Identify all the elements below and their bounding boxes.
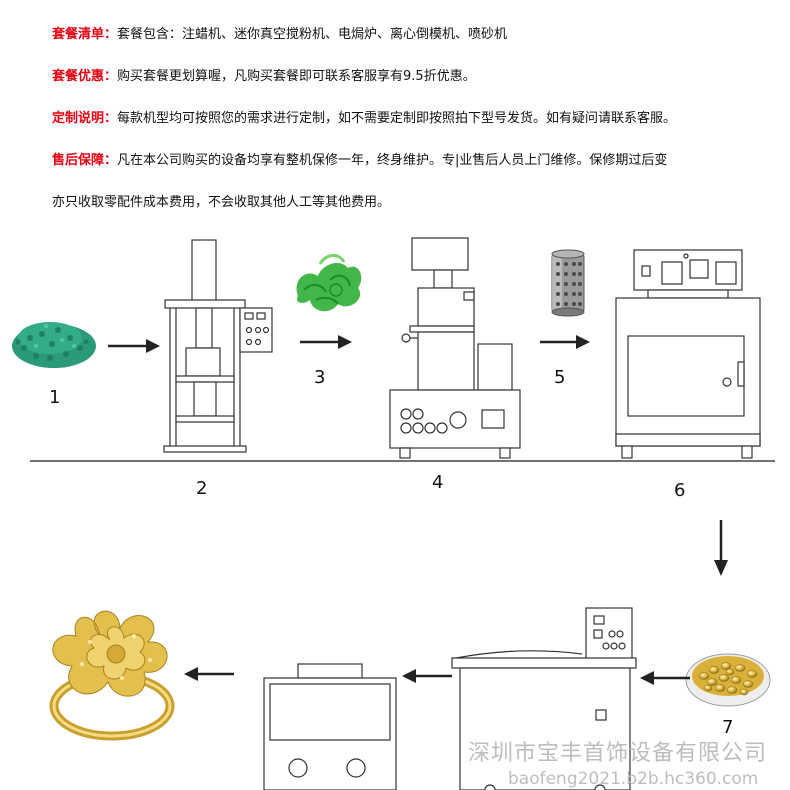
wax-injector-machine-icon: [163, 239, 273, 453]
arrow-right-icon: [300, 335, 352, 349]
info-text: 购买套餐更划算喔，凡购买套餐即可联系客服享有9.5折优惠。: [117, 69, 476, 84]
info-label: 套餐优惠：: [52, 69, 118, 84]
vacuum-powder-mixer-icon: [389, 237, 521, 459]
arrow-left-icon: [640, 671, 690, 685]
info-text: 每款机型均可按照您的需求进行定制，如不需要定制即按照拍下型号发货。如有疑问请联系…: [117, 111, 677, 126]
info-row-package-list: 套餐清单：套餐包含：注蜡机、迷你真空搅粉机、电焗炉、离心倒模机、喷砂机: [52, 27, 507, 43]
info-text: 套餐包含：注蜡机、迷你真空搅粉机、电焗炉、离心倒模机、喷砂机: [117, 27, 508, 42]
watermark-company: 深圳市宝丰首饰设备有限公司: [468, 741, 767, 766]
gold-grains-icon: [685, 653, 771, 707]
info-label: 售后保障：: [52, 153, 118, 168]
wax-granules-icon: [12, 322, 96, 368]
wax-mold-icon: [296, 254, 362, 312]
watermark-site: baofeng2021.b2b.hc360.com: [508, 769, 758, 789]
info-row-customization: 定制说明：每款机型均可按照您的需求进行定制，如不需要定制即按照拍下型号发货。如有…: [52, 111, 676, 127]
info-row-after-sales: 售后保障：凡在本公司购买的设备均享有整机保修一年，终身维护。专|业售后人员上门维…: [52, 153, 667, 169]
gold-ring-icon: [49, 610, 175, 741]
step-number-4: 4: [432, 472, 443, 493]
step-number-7: 7: [722, 717, 733, 738]
arrow-right-icon: [540, 335, 590, 349]
sandblaster-icon: [263, 663, 397, 790]
centrifugal-casting-machine-icon: [451, 607, 637, 790]
arrow-down-icon: [714, 520, 728, 576]
step-number-3: 3: [314, 367, 325, 388]
burnout-oven-icon: [615, 249, 761, 459]
arrow-right-icon: [108, 339, 160, 353]
step-number-1: 1: [49, 387, 60, 408]
arrow-left-icon: [184, 667, 234, 681]
info-text: 凡在本公司购买的设备均享有整机保修一年，终身维护。专|业售后人员上门维修。保修期…: [117, 153, 668, 168]
info-label: 定制说明：: [52, 111, 118, 126]
info-text: 亦只收取零配件成本费用，不会收取其他人工等其他费用。: [52, 195, 391, 210]
info-label: 套餐清单：: [52, 27, 118, 42]
arrow-left-icon: [402, 669, 452, 683]
info-row-after-sales-continued: 亦只收取零配件成本费用，不会收取其他人工等其他费用。: [52, 195, 390, 211]
step-number-6: 6: [674, 480, 685, 501]
steel-flask-icon: [551, 249, 585, 317]
step-number-2: 2: [196, 478, 207, 499]
step-number-5: 5: [554, 367, 565, 388]
info-row-package-discount: 套餐优惠：购买套餐更划算喔，凡购买套餐即可联系客服享有9.5折优惠。: [52, 69, 476, 85]
